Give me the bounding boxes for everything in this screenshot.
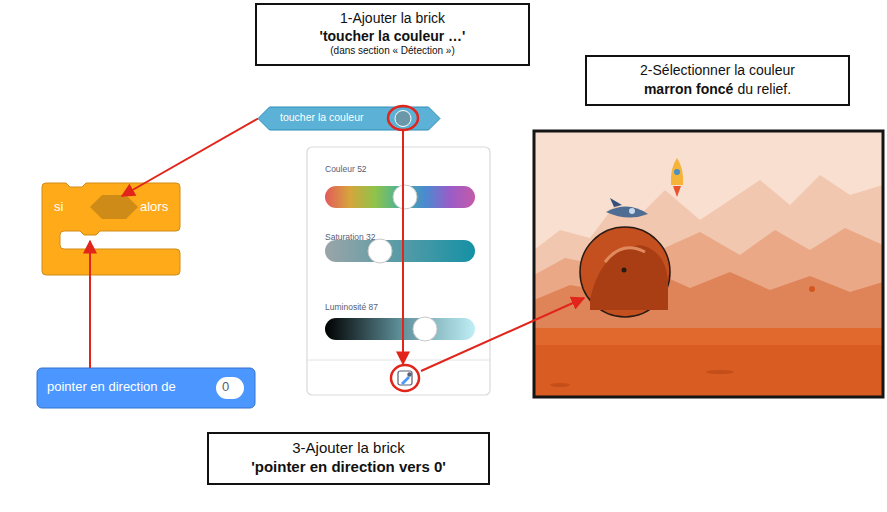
pointer-arrow	[421, 298, 584, 371]
instruction-text: 1-Ajouter la brick	[265, 10, 520, 28]
spaceship	[606, 198, 648, 218]
block-label: alors	[140, 200, 168, 214]
block-outline	[258, 107, 440, 130]
block-label: Couleur 52	[325, 165, 367, 174]
block-label: Luminosité 87	[325, 303, 378, 312]
slider-track	[325, 240, 475, 262]
slider-knob	[368, 239, 392, 263]
block-label: pointer en direction de	[47, 380, 176, 394]
eyedropper-icon	[398, 371, 412, 385]
instruction-text: 'toucher la couleur …'	[265, 28, 520, 46]
rocket	[671, 158, 683, 197]
color-swatch	[395, 111, 411, 127]
block-label: si	[54, 200, 63, 214]
slider-knob	[413, 317, 437, 341]
red-arrow	[89, 241, 91, 368]
red-arrow	[122, 119, 258, 197]
game-scene	[534, 131, 883, 397]
number-input: 0	[222, 380, 229, 394]
instruction-text: (dans section « Détection »)	[265, 45, 520, 58]
color-picker-panel-outline	[307, 147, 490, 395]
instruction-text: du relief.	[737, 81, 791, 97]
block-label: toucher la couleur	[280, 112, 363, 124]
sensing-block: toucher la couleur	[258, 107, 440, 130]
color-picker-panel: Couleur 52 Saturation 32 Luminosité 87	[307, 147, 490, 395]
motion-block: pointer en direction de 0	[37, 368, 255, 408]
instruction-text: marron foncé	[644, 81, 733, 97]
slider-track	[325, 318, 475, 340]
divider	[307, 360, 490, 361]
panel-outline	[307, 147, 490, 395]
number-field	[216, 377, 244, 399]
if-block-outline	[42, 183, 180, 275]
highlight-ring	[388, 106, 418, 130]
block-outline	[37, 368, 255, 408]
block-outline	[42, 183, 180, 275]
instruction-text: 3-Ajouter la brick	[217, 439, 480, 458]
red-arrow	[402, 130, 404, 364]
slider-knob	[393, 185, 417, 209]
highlight-ring	[391, 365, 419, 391]
block-label: Saturation 32	[325, 233, 376, 242]
if-block: si alors	[42, 183, 180, 275]
callout-box: 3-Ajouter la brick'pointer en direction …	[207, 432, 490, 485]
condition-slot	[90, 195, 138, 219]
callout-box: 1-Ajouter la brick'toucher la couleur …'…	[255, 3, 530, 66]
instruction-text: 'pointer en direction vers 0'	[217, 458, 480, 477]
instruction-text: 2-Sélectionner la couleur	[595, 62, 840, 80]
slider-track	[325, 186, 475, 208]
callout-box: 2-Sélectionner la couleurmarron foncédu …	[585, 55, 850, 106]
